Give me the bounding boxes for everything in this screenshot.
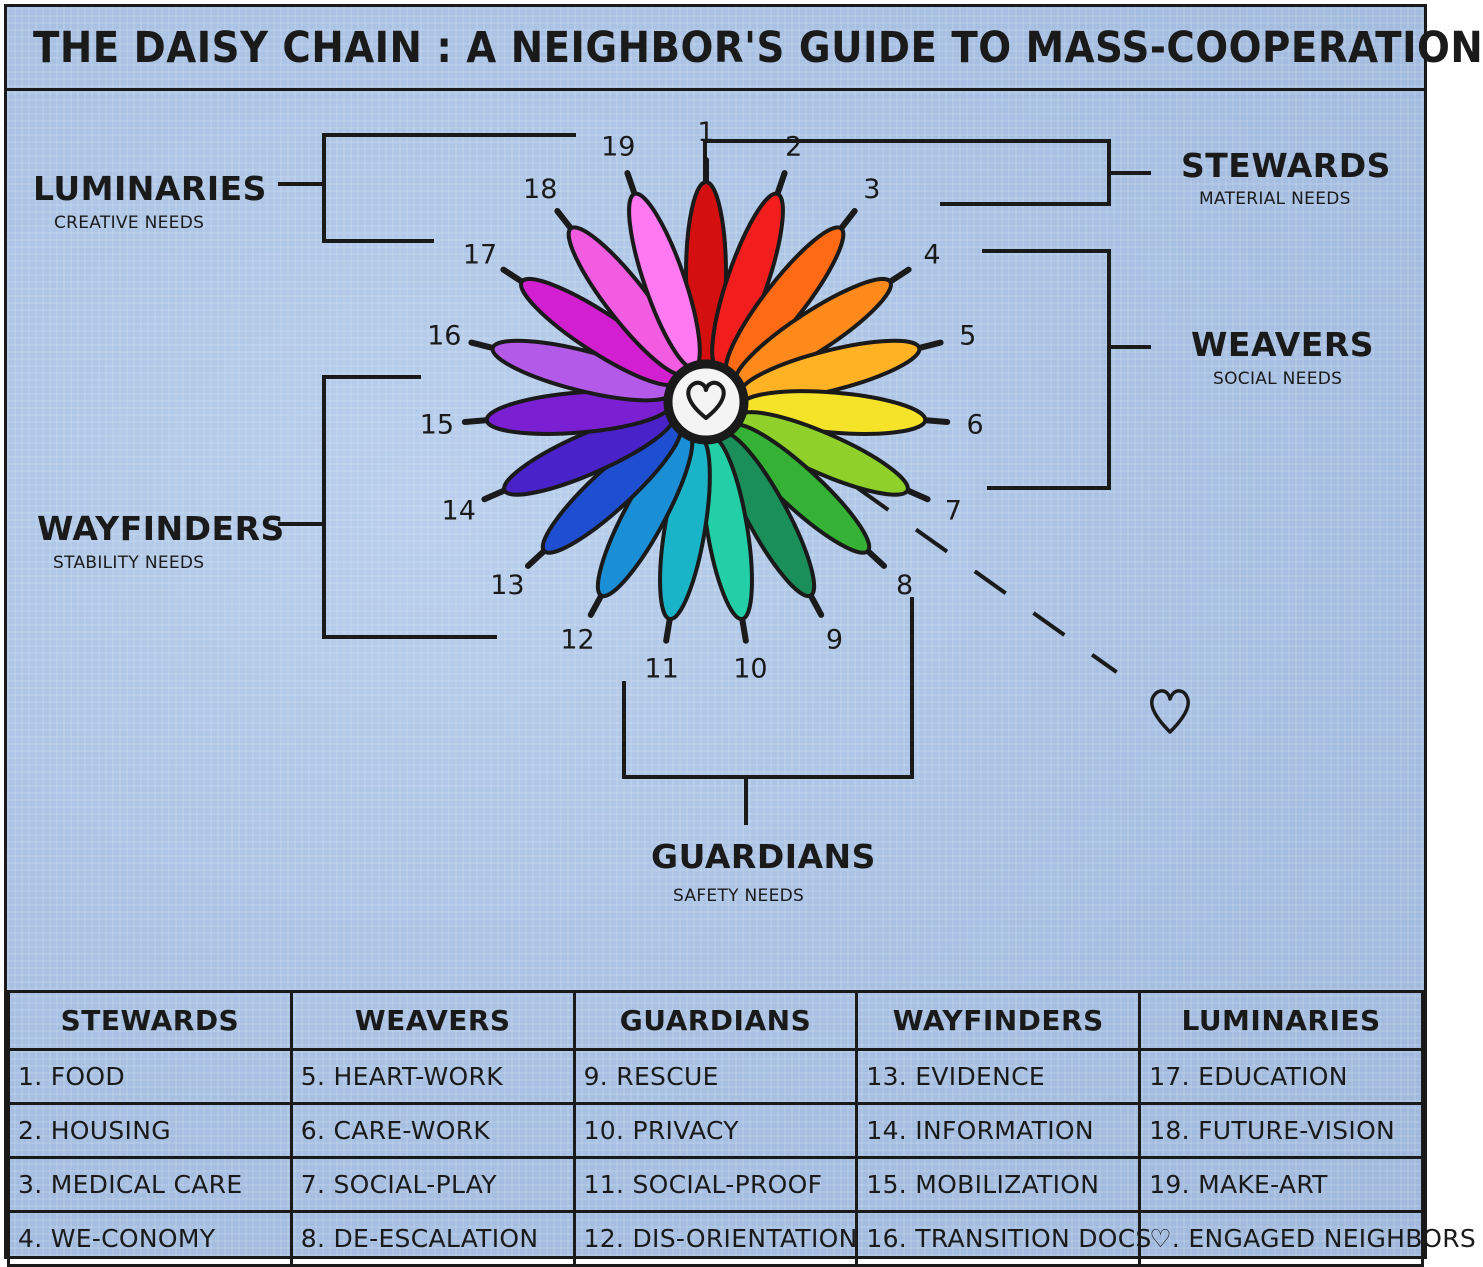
role-label-stewards: STEWARDS	[1181, 146, 1391, 185]
page-title: THE DAISY CHAIN : A NEIGHBOR'S GUIDE TO …	[33, 22, 1483, 73]
petal-number-1: 1	[697, 117, 714, 148]
role-sub-weavers: SOCIAL NEEDS	[1213, 369, 1342, 389]
legend-header-stewards: STEWARDS	[7, 990, 293, 1051]
petal-number-6: 6	[967, 409, 984, 440]
daisy-petals	[461, 157, 951, 644]
legend-cell: 11. SOCIAL-PROOF	[572, 1156, 859, 1213]
flower-center	[663, 359, 749, 445]
petal-number-18: 18	[523, 174, 557, 205]
role-label-guardians: GUARDIANS	[651, 837, 876, 876]
legend-cell: 6. CARE-WORK	[289, 1102, 576, 1159]
role-sub-wayfinders: STABILITY NEEDS	[53, 553, 204, 573]
legend-row: 2. HOUSING 6. CARE-WORK 10. PRIVACY 14. …	[7, 1102, 1424, 1159]
legend-row: 4. WE-CONOMY 8. DE-ESCALATION 12. DIS-OR…	[7, 1210, 1476, 1267]
legend-cell: 16. TRANSITION DOCS	[855, 1210, 1151, 1267]
petal-number-5: 5	[959, 321, 976, 352]
legend-cell: 8. DE-ESCALATION	[289, 1210, 576, 1267]
role-sub-stewards: MATERIAL NEEDS	[1199, 189, 1351, 209]
legend-header-luminaries: LUMINARIES	[1138, 990, 1424, 1051]
bracket-stewards	[703, 139, 1111, 206]
legend-cell: 19. MAKE-ART	[1138, 1156, 1424, 1213]
role-sub-luminaries: CREATIVE NEEDS	[54, 213, 204, 233]
legend-header-guardians: GUARDIANS	[572, 990, 859, 1051]
role-label-weavers: WEAVERS	[1191, 325, 1374, 364]
legend-cell: 13. EVIDENCE	[855, 1048, 1142, 1105]
legend-cell: 17. EDUCATION	[1138, 1048, 1424, 1105]
petal-number-2: 2	[785, 132, 802, 163]
legend-cell: 1. FOOD	[7, 1048, 293, 1105]
bracket-weavers	[982, 249, 1111, 490]
heart-icon	[1150, 689, 1190, 734]
legend-header-weavers: WEAVERS	[289, 990, 576, 1051]
petal-number-9: 9	[826, 625, 843, 656]
legend-cell: 5. HEART-WORK	[289, 1048, 576, 1105]
petal-number-4: 4	[923, 239, 940, 270]
petal-number-14: 14	[442, 496, 476, 527]
legend-cell: 18. FUTURE-VISION	[1138, 1102, 1424, 1159]
legend-cell: 15. MOBILIZATION	[855, 1156, 1142, 1213]
petal-number-10: 10	[733, 653, 767, 684]
petal-number-8: 8	[896, 570, 913, 601]
petal-number-11: 11	[644, 653, 678, 684]
petal-number-16: 16	[427, 321, 461, 352]
legend-cell: 14. INFORMATION	[855, 1102, 1142, 1159]
petal-number-17: 17	[463, 239, 497, 270]
role-sub-guardians: SAFETY NEEDS	[673, 886, 804, 906]
legend-cell: 3. MEDICAL CARE	[7, 1156, 293, 1213]
petal-number-19: 19	[601, 132, 635, 163]
legend-cell: 10. PRIVACY	[572, 1102, 859, 1159]
petal-number-3: 3	[863, 174, 880, 205]
heart-icon	[686, 380, 726, 420]
legend-cell: ♡. ENGAGED NEIGHBORS	[1138, 1210, 1476, 1267]
daisy-diagram: LUMINARIES CREATIVE NEEDS STEWARDS MATER…	[33, 117, 1391, 906]
legend-header-wayfinders: WAYFINDERS	[855, 990, 1142, 1051]
petal-number-13: 13	[490, 570, 524, 601]
legend-table: STEWARDS WEAVERS GUARDIANS WAYFINDERS LU…	[7, 990, 1476, 1267]
petal-number-15: 15	[420, 409, 454, 440]
petal-9	[717, 431, 825, 618]
legend-cell: 2. HOUSING	[7, 1102, 293, 1159]
legend-row: 1. FOOD 5. HEART-WORK 9. RESCUE 13. EVID…	[7, 1048, 1424, 1105]
dashed-path	[856, 486, 1118, 674]
legend-cell: 7. SOCIAL-PLAY	[289, 1156, 576, 1213]
legend-cell: 4. WE-CONOMY	[7, 1210, 293, 1267]
legend-cell: 9. RESCUE	[572, 1048, 859, 1105]
legend-header-row: STEWARDS WEAVERS GUARDIANS WAYFINDERS LU…	[7, 990, 1424, 1051]
petal-number-7: 7	[945, 496, 962, 527]
title-bar: THE DAISY CHAIN : A NEIGHBOR'S GUIDE TO …	[7, 7, 1483, 91]
petal-number-12: 12	[560, 625, 594, 656]
bracket-guardians	[622, 597, 914, 779]
group-brackets	[278, 133, 1151, 825]
role-labels: LUMINARIES CREATIVE NEEDS STEWARDS MATER…	[33, 146, 1391, 906]
legend-row: 3. MEDICAL CARE 7. SOCIAL-PLAY 11. SOCIA…	[7, 1156, 1424, 1213]
bracket-luminaries	[322, 133, 576, 243]
bracket-wayfinders	[322, 375, 497, 639]
legend-cell: 12. DIS-ORIENTATION	[572, 1210, 859, 1267]
role-label-wayfinders: WAYFINDERS	[37, 509, 285, 548]
petal-15	[461, 389, 673, 436]
role-label-luminaries: LUMINARIES	[33, 169, 267, 208]
page-frame: THE DAISY CHAIN : A NEIGHBOR'S GUIDE TO …	[4, 4, 1483, 1267]
